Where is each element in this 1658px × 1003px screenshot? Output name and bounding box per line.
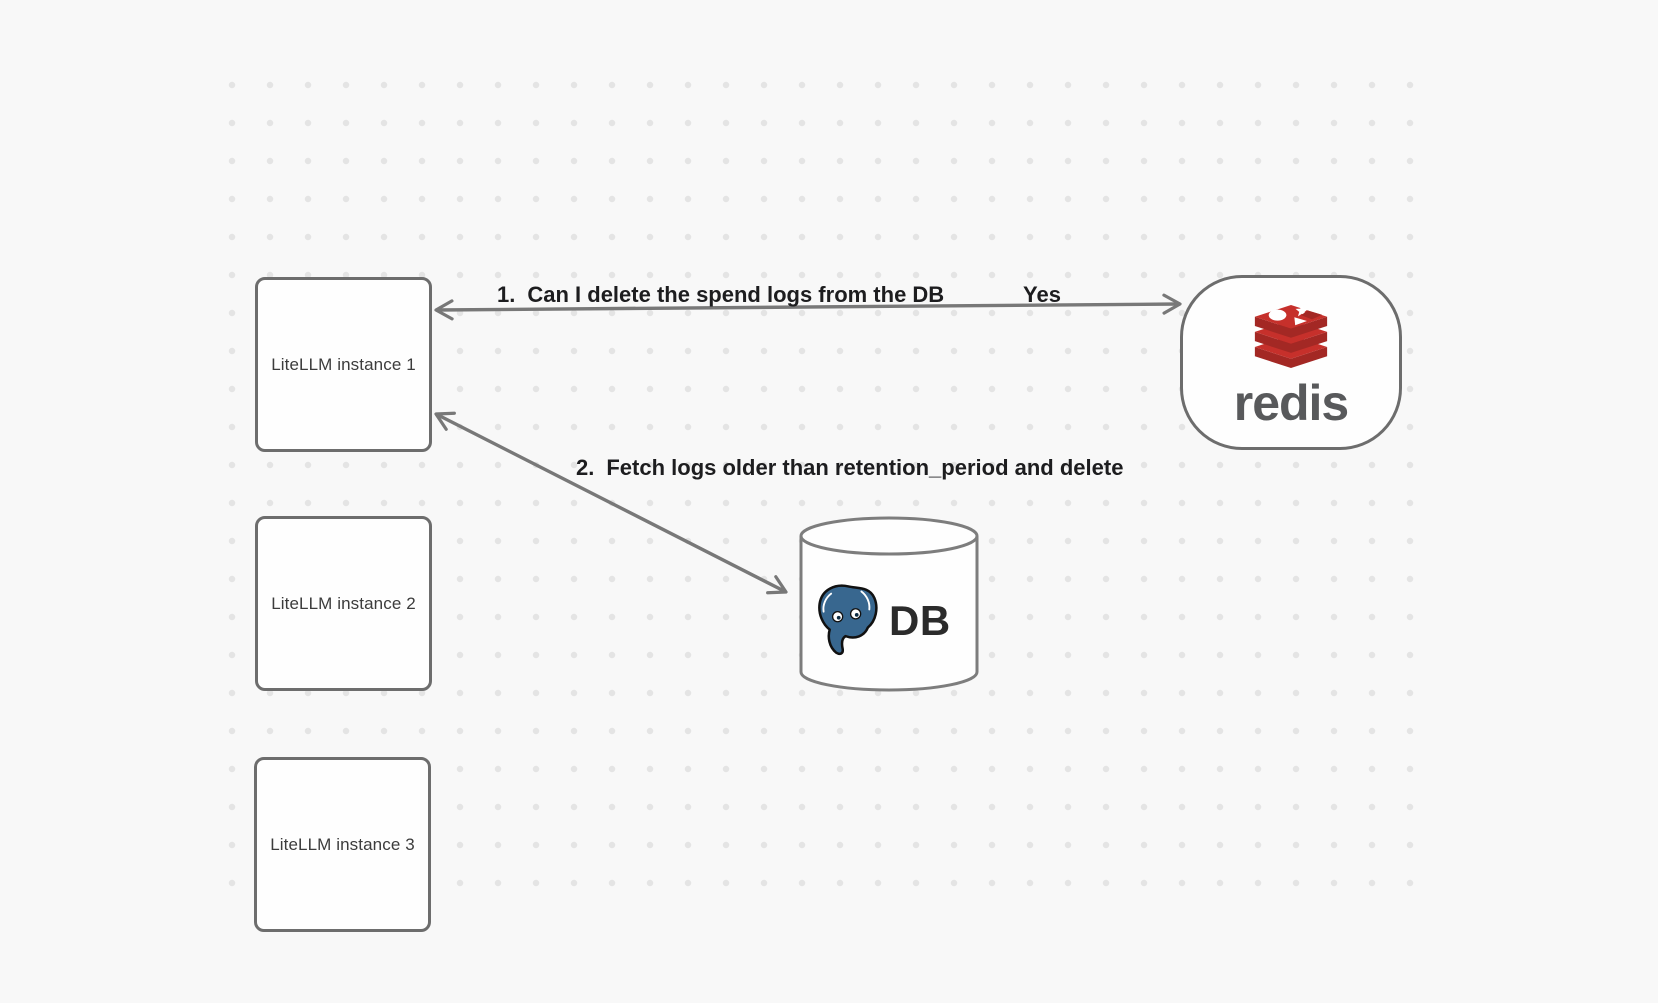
edge2-label: 2. Fetch logs older than retention_perio…: [576, 456, 1123, 480]
edge1-answer: Yes: [1023, 282, 1061, 307]
node-litellm-instance-3-label: LiteLLM instance 3: [270, 834, 415, 854]
node-redis[interactable]: redis: [1180, 275, 1402, 450]
edge1-arrow[interactable]: [434, 293, 1182, 321]
redis-wordmark: redis: [1233, 375, 1350, 431]
node-litellm-instance-1[interactable]: LiteLLM instance 1: [255, 277, 432, 452]
node-litellm-instance-1-label: LiteLLM instance 1: [271, 354, 416, 374]
edge2-number: 2.: [576, 455, 595, 480]
redis-logo-icon: [1254, 304, 1328, 369]
edge1-text: Can I delete the spend logs from the DB: [527, 282, 945, 307]
postgresql-elephant-icon: [818, 584, 878, 656]
database-cylinder-node[interactable]: [799, 516, 979, 692]
edge1-number: 1.: [497, 282, 516, 307]
cylinder-body[interactable]: [799, 536, 979, 692]
node-litellm-instance-3[interactable]: LiteLLM instance 3: [254, 757, 431, 932]
edge1-label: 1. Can I delete the spend logs from the …: [497, 283, 944, 307]
cylinder-top-ellipse[interactable]: [799, 516, 979, 556]
edge2-text: Fetch logs older than retention_period a…: [606, 455, 1124, 480]
node-litellm-instance-2[interactable]: LiteLLM instance 2: [255, 516, 432, 691]
db-node-label: DB: [889, 597, 951, 644]
node-litellm-instance-2-label: LiteLLM instance 2: [271, 593, 416, 613]
edge2-arrow[interactable]: [434, 411, 788, 595]
